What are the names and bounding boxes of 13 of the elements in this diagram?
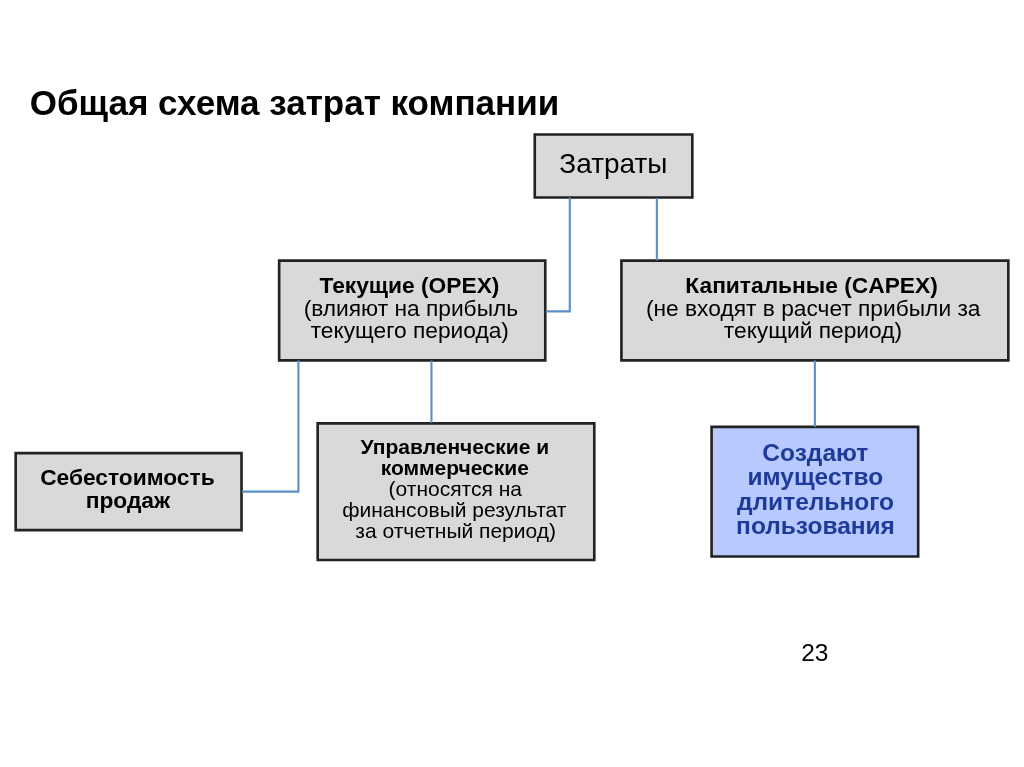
- connector: [655, 197, 658, 260]
- label: 23: [801, 638, 829, 666]
- connector: [241, 359, 300, 493]
- node-box: Капитальные (CAPEX) (не входят в расчет прибыли за текущий период): [620, 258, 1010, 362]
- connector: [813, 359, 816, 427]
- node-box: Затраты: [533, 132, 694, 199]
- node-box: Себестоимость продаж: [14, 451, 243, 531]
- node-box: Текущие (OPEX) (влияют на прибыль текущего периода): [277, 258, 547, 362]
- node-box: Управленческие и коммерческие (относятся на финансовый результат за отчетный период): [316, 421, 596, 561]
- node-box: Создают имущество длительного пользования: [710, 425, 920, 558]
- connector: [430, 359, 433, 423]
- connector: [545, 197, 571, 312]
- diagram-title: Общая схема затрат компании: [29, 82, 560, 122]
